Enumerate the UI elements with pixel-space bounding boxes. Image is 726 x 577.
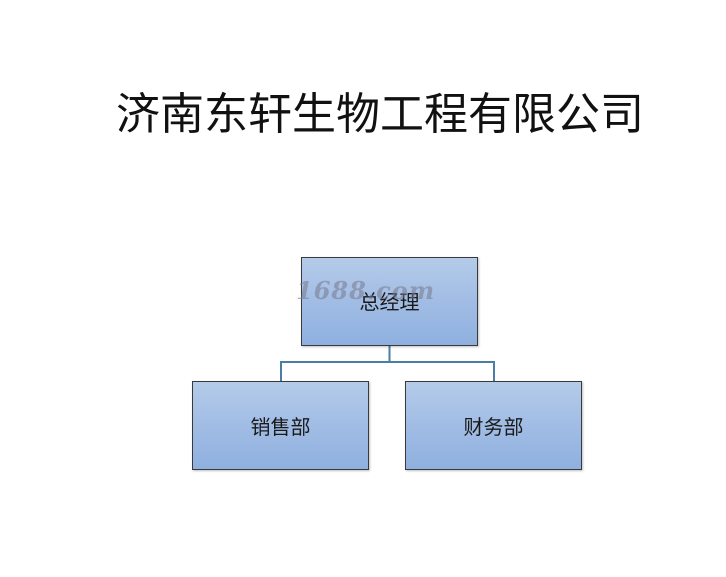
node-finance-dept-label: 财务部	[463, 415, 524, 439]
watermark-text: 1688.com	[296, 276, 436, 305]
node-sales-dept: 销售部	[192, 381, 369, 470]
node-finance-dept: 财务部	[405, 381, 582, 470]
node-sales-dept-label: 销售部	[250, 415, 311, 439]
node-general-manager: 总经理	[301, 257, 478, 346]
company-title: 济南东轩生物工程有限公司	[116, 89, 644, 140]
node-general-manager-label: 总经理	[359, 290, 420, 314]
